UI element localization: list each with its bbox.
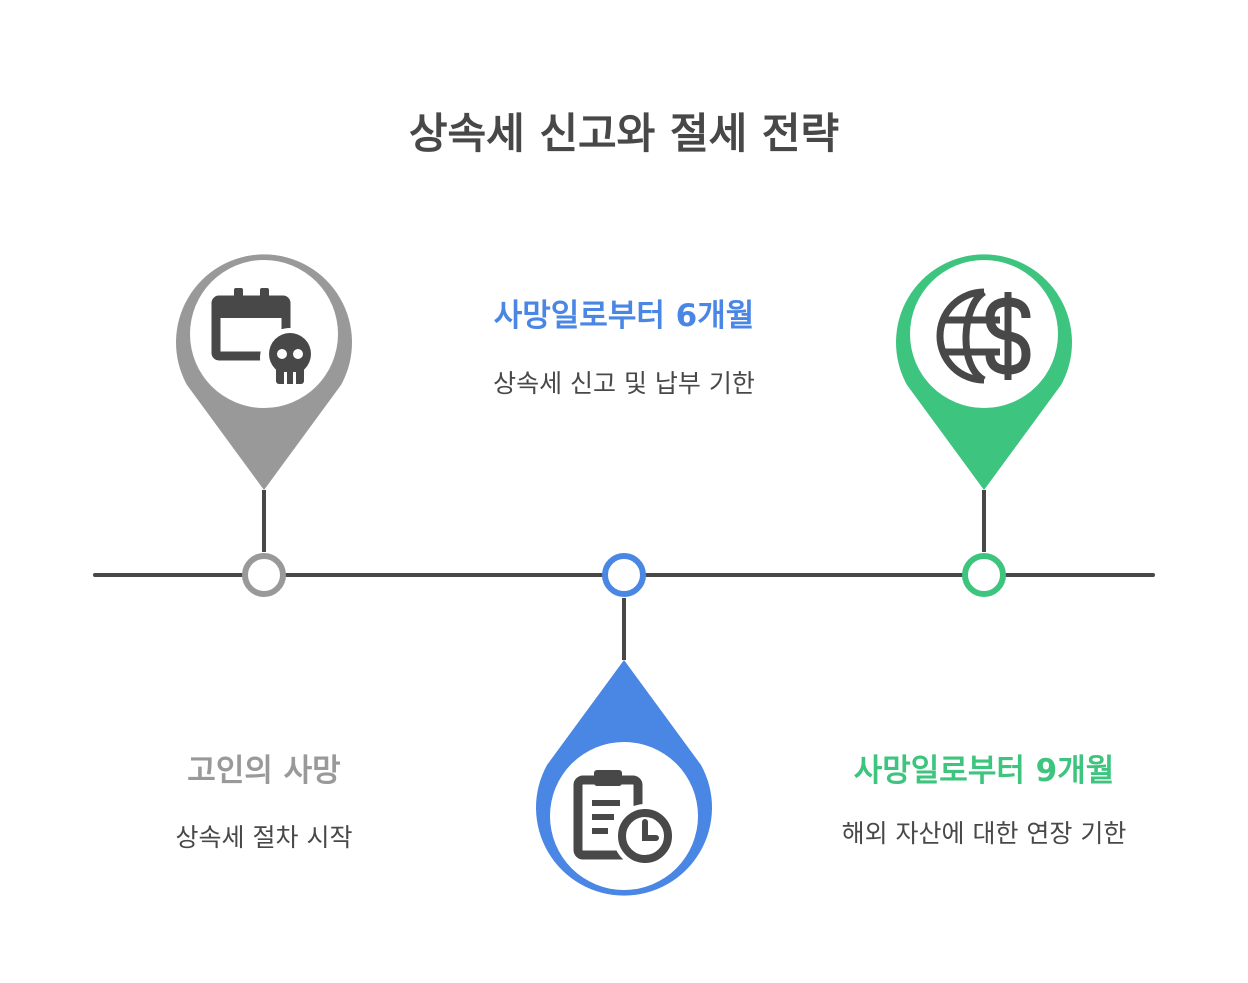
timeline-node-2 [602,553,646,597]
calendar-skull-icon [211,288,320,388]
event-2-description: 상속세 신고 및 납부 기한 [493,369,755,398]
event-3-label: 사망일로부터 9개월 [853,753,1115,789]
timeline-node-1 [242,553,286,597]
globe-dollar-icon [936,288,1031,384]
event-1-label: 고인의 사망 [187,753,341,789]
timeline-node-3 [962,553,1006,597]
event-1-description: 상속세 절차 시작 [175,823,353,852]
diagram-title: 상속세 신고와 절세 전략 [408,109,840,158]
event-3-description: 해외 자산에 대한 연장 기한 [841,819,1127,848]
clipboard-clock-icon [573,770,677,868]
event-2-label: 사망일로부터 6개월 [493,298,755,334]
